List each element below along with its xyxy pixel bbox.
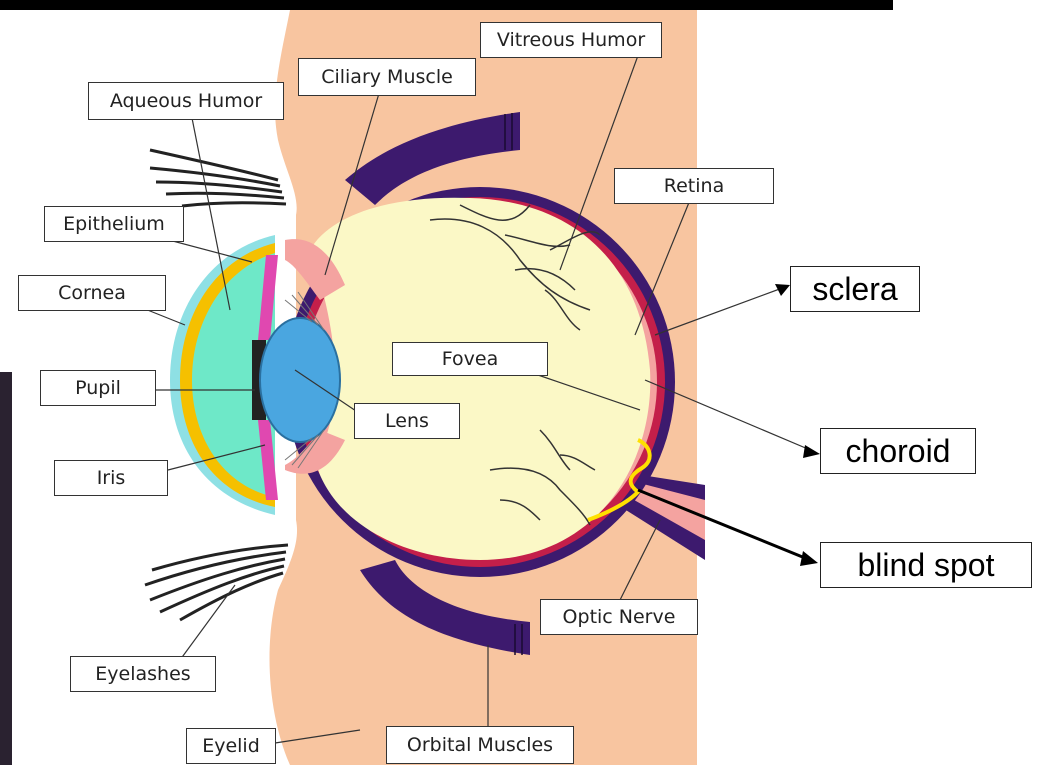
label-vitreous-humor: Vitreous Humor	[480, 22, 662, 58]
label-retina: Retina	[614, 168, 774, 204]
label-orbital-muscles: Orbital Muscles	[386, 726, 574, 764]
eyelashes-top	[150, 150, 286, 206]
vitreous-body	[310, 198, 650, 560]
arrowhead-choroid	[803, 445, 820, 458]
top-black-bar	[0, 0, 893, 10]
label-pupil: Pupil	[40, 370, 156, 406]
arrowheads	[775, 284, 820, 566]
label-lens: Lens	[354, 403, 460, 439]
leader-eyelashes	[180, 585, 235, 660]
label-blind-spot: blind spot	[820, 542, 1032, 588]
lens-body	[260, 318, 340, 442]
label-ciliary-muscle: Ciliary Muscle	[298, 58, 476, 96]
left-edge-strip	[0, 372, 12, 765]
label-choroid: choroid	[820, 428, 976, 474]
label-eyelid: Eyelid	[186, 728, 276, 764]
label-iris: Iris	[54, 460, 168, 496]
label-eyelashes: Eyelashes	[70, 656, 216, 692]
label-epithelium: Epithelium	[44, 206, 184, 242]
label-cornea: Cornea	[18, 275, 166, 311]
label-optic-nerve: Optic Nerve	[540, 599, 698, 635]
eyelashes-bottom	[145, 545, 288, 620]
label-sclera: sclera	[790, 266, 920, 312]
label-fovea: Fovea	[392, 342, 548, 376]
label-aqueous-humor: Aqueous Humor	[88, 82, 284, 120]
